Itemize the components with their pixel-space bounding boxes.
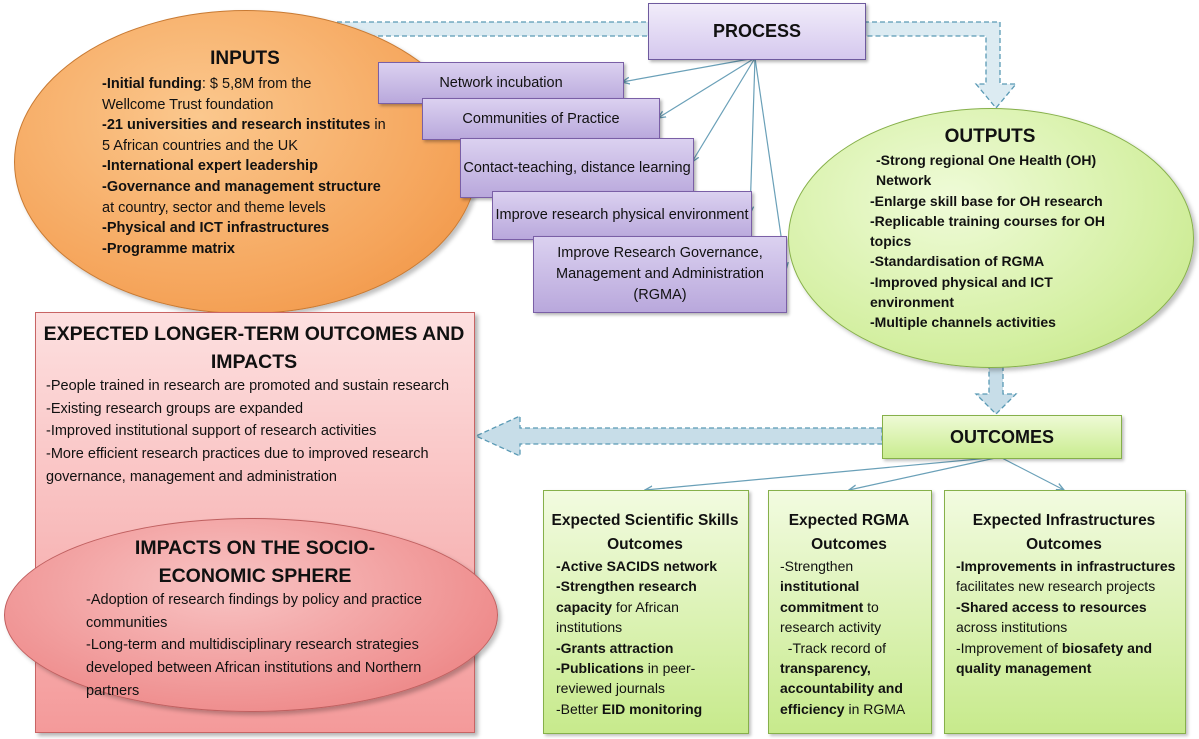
outcomes-box: OUTCOMES — [882, 415, 1122, 459]
outcomes-to-scientific-arrow — [645, 456, 1001, 490]
scientific-item: -Active SACIDS network — [556, 558, 718, 574]
inputs-line: -Physical and ICT infrastructures — [102, 220, 330, 237]
infra-outcomes-list: -Improvements in infrastructures facilit… — [956, 556, 1182, 678]
scientific-item: -Strengthen research capacity for Africa… — [556, 578, 697, 636]
inputs-line: at country, sector and theme levels — [102, 199, 326, 216]
infra-item: -Improvement of biosafety and quality ma… — [956, 639, 1153, 677]
outcomes-to-longterm-arrow — [474, 414, 883, 458]
inputs-line: -Governance and management structure — [102, 178, 381, 195]
infra-item: -Improvements in infrastructures facilit… — [956, 558, 1176, 595]
inputs-line: -International expert leadership — [102, 158, 318, 175]
inputs-title: INPUTS — [210, 48, 280, 69]
rgma-outcomes-list: -Strengthen institutional commitment to … — [780, 556, 928, 719]
process-item-teaching: Contact-teaching, distance learning — [460, 138, 694, 198]
process-to-environment-arrow — [750, 57, 756, 214]
longterm-item: -People trained in research are promoted… — [46, 378, 450, 394]
inputs-ellipse — [14, 10, 478, 314]
infra-outcomes-box — [944, 490, 1186, 734]
impacts-title: IMPACTS ON THE SOCIO-ECONOMIC SPHERE — [134, 537, 376, 587]
outputs-item: -Multiple channels activities — [870, 314, 1056, 331]
outcomes-to-rgma-arrow — [849, 456, 1001, 490]
process-item-communities: Communities of Practice — [422, 98, 660, 140]
process-item-environment: Improve research physical environment — [492, 191, 752, 240]
rgma-item: -Track record of transparency, accountab… — [780, 639, 907, 717]
process-item-network-incubation: Network incubation — [378, 62, 624, 104]
rgma-outcomes-box — [768, 490, 932, 734]
rgma-item: -Strengthen institutional commitment to … — [780, 558, 882, 636]
scientific-outcomes-box — [543, 490, 749, 734]
inputs-list: -Initial funding: $ 5,8M from the Wellco… — [102, 74, 402, 259]
outcomes-to-infra-arrow — [999, 456, 1064, 490]
process-to-rgma-arrow — [754, 57, 786, 270]
impacts-item: -Adoption of research findings by policy… — [86, 592, 423, 631]
scientific-item: -Publications in peer-reviewed journals — [556, 660, 696, 697]
outputs-item: -Enlarge skill base for OH research — [870, 192, 1103, 209]
outputs-list: -Strong regional One Health (OH) Network… — [870, 150, 1130, 333]
inputs-line: -Programme matrix — [102, 240, 235, 257]
process-to-outputs-arrow — [863, 21, 1018, 110]
inputs-line: -Initial funding: $ 5,8M from the — [102, 76, 312, 92]
process-to-communities-arrow — [658, 57, 756, 118]
process-box: PROCESS — [648, 3, 866, 60]
outputs-to-outcomes-arrow — [974, 363, 1018, 415]
longterm-title: EXPECTED LONGER-TERM OUTCOMES AND IMPACT… — [43, 323, 465, 373]
infra-item: -Shared access to resources across insti… — [956, 598, 1147, 636]
inputs-line: Wellcome Trust foundation — [102, 96, 274, 113]
outputs-item: -Standardisation of RGMA — [870, 253, 1045, 270]
infra-outcomes-title: Expected Infrastructures Outcomes — [972, 512, 1156, 553]
impacts-list: -Adoption of research findings by policy… — [86, 589, 446, 703]
longterm-item: -Improved institutional support of resea… — [46, 423, 377, 440]
impacts-ellipse — [4, 518, 498, 712]
outputs-item: -Strong regional One Health (OH) Network — [876, 152, 1097, 189]
impacts-item: -Long-term and multidisciplinary researc… — [86, 637, 422, 699]
longterm-item: -More efficient research practices due t… — [46, 446, 429, 485]
outputs-item: -Improved physical and ICT environment — [870, 273, 1053, 311]
outputs-ellipse — [788, 108, 1194, 368]
inputs-line: 5 African countries and the UK — [102, 137, 298, 154]
process-item-rgma: Improve Research Governance, Management … — [533, 236, 787, 313]
rgma-outcomes-title: Expected RGMA Outcomes — [788, 512, 910, 553]
longterm-item: -Existing research groups are expanded — [46, 400, 304, 417]
scientific-outcomes-list: -Active SACIDS network -Strengthen resea… — [556, 556, 742, 719]
scientific-item: -Better EID monitoring — [556, 700, 703, 717]
process-to-teaching-arrow — [692, 57, 756, 162]
scientific-outcomes-title: Expected Scientific Skills Outcomes — [551, 512, 739, 553]
process-to-network-arrow — [622, 57, 756, 82]
longterm-list: -People trained in research are promoted… — [46, 375, 471, 489]
outputs-item: -Replicable training courses for OH topi… — [870, 212, 1105, 250]
inputs-line: -21 universities and research institutes… — [102, 117, 386, 134]
outputs-title: OUTPUTS — [944, 126, 1036, 147]
scientific-item: -Grants attraction — [556, 639, 674, 656]
